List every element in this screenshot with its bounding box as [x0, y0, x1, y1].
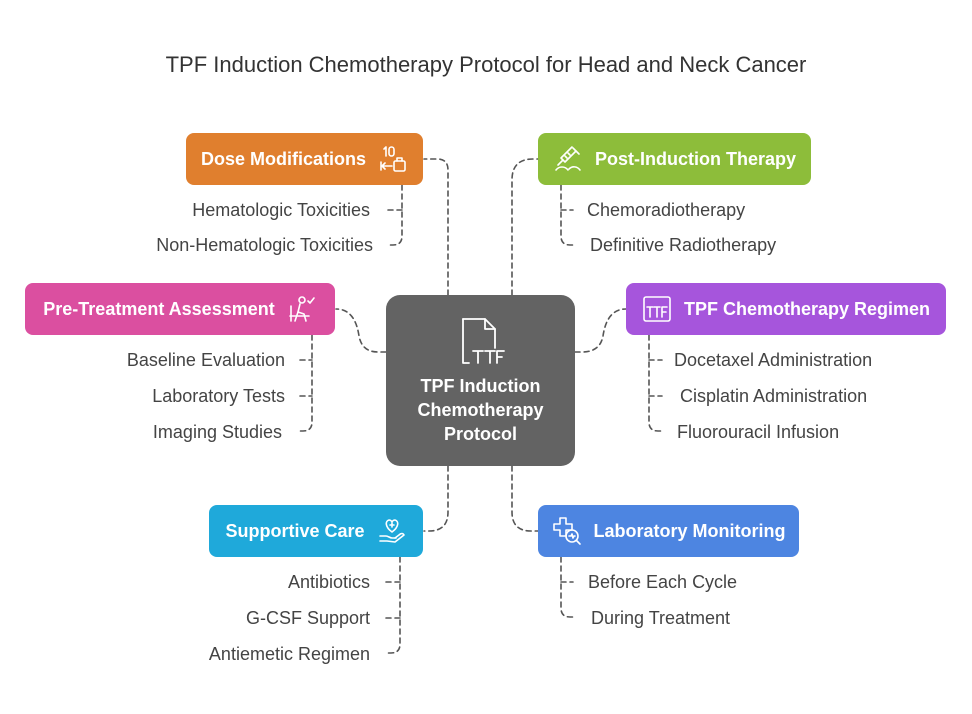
category-supportive-care: Supportive Care [209, 505, 423, 557]
list-item: Chemoradiotherapy [587, 200, 746, 220]
connector-regimen [574, 308, 627, 353]
list-item: G-CSF Support [245, 608, 370, 628]
list-item: Cisplatin Administration [680, 386, 868, 406]
category-post-induction-therapy: Post-Induction Therapy [538, 133, 811, 185]
list-item: Before Each Cycle [588, 572, 738, 592]
list-item: Laboratory Tests [152, 386, 285, 406]
category-label: Pre-Treatment Assessment [43, 298, 275, 319]
list-item: Non-Hematologic Toxicities [156, 235, 373, 255]
connector-lab [511, 465, 539, 532]
category-label: Laboratory Monitoring [593, 520, 786, 541]
ttf-regimen-icon [642, 294, 672, 324]
diagram-title: TPF Induction Chemotherapy Protocol for … [165, 52, 807, 77]
category-tpf-chemotherapy-regimen: TPF Chemotherapy Regimen [626, 283, 946, 335]
center-line-3: Protocol [443, 423, 517, 444]
category-label: TPF Chemotherapy Regimen [683, 298, 931, 319]
syringe-icon [553, 144, 583, 174]
list-item: Fluorouracil Infusion [677, 422, 840, 442]
connector-dose [423, 158, 449, 296]
patient-assessment-icon [287, 294, 317, 324]
dosage-icon [378, 144, 408, 174]
connector-pre [335, 308, 387, 353]
connector-supportive [423, 465, 449, 532]
list-item: During Treatment [591, 608, 731, 628]
category-label: Supportive Care [225, 520, 365, 541]
center-line-1: TPF Induction [420, 375, 541, 396]
list-item: Antibiotics [287, 572, 370, 592]
category-pre-treatment-assessment: Pre-Treatment Assessment [25, 283, 335, 335]
document-ttf-icon [461, 317, 505, 364]
category-label: Dose Modifications [200, 148, 366, 169]
list-item: Hematologic Toxicities [192, 200, 370, 220]
center-node: TPF Induction Chemotherapy Protocol [386, 295, 575, 466]
list-item: Docetaxel Administration [674, 350, 873, 370]
list-item: Antiemetic Regimen [208, 644, 370, 664]
category-laboratory-monitoring: Laboratory Monitoring [538, 505, 799, 557]
medical-search-icon [552, 516, 582, 546]
list-item: Baseline Evaluation [126, 350, 285, 370]
connector-post [511, 158, 539, 296]
center-line-2: Chemotherapy [417, 399, 544, 420]
category-label: Post-Induction Therapy [594, 148, 796, 169]
list-item: Imaging Studies [152, 422, 282, 442]
heart-hand-icon [377, 516, 407, 546]
list-item: Definitive Radiotherapy [590, 235, 777, 255]
category-dose-modifications: Dose Modifications [186, 133, 423, 185]
